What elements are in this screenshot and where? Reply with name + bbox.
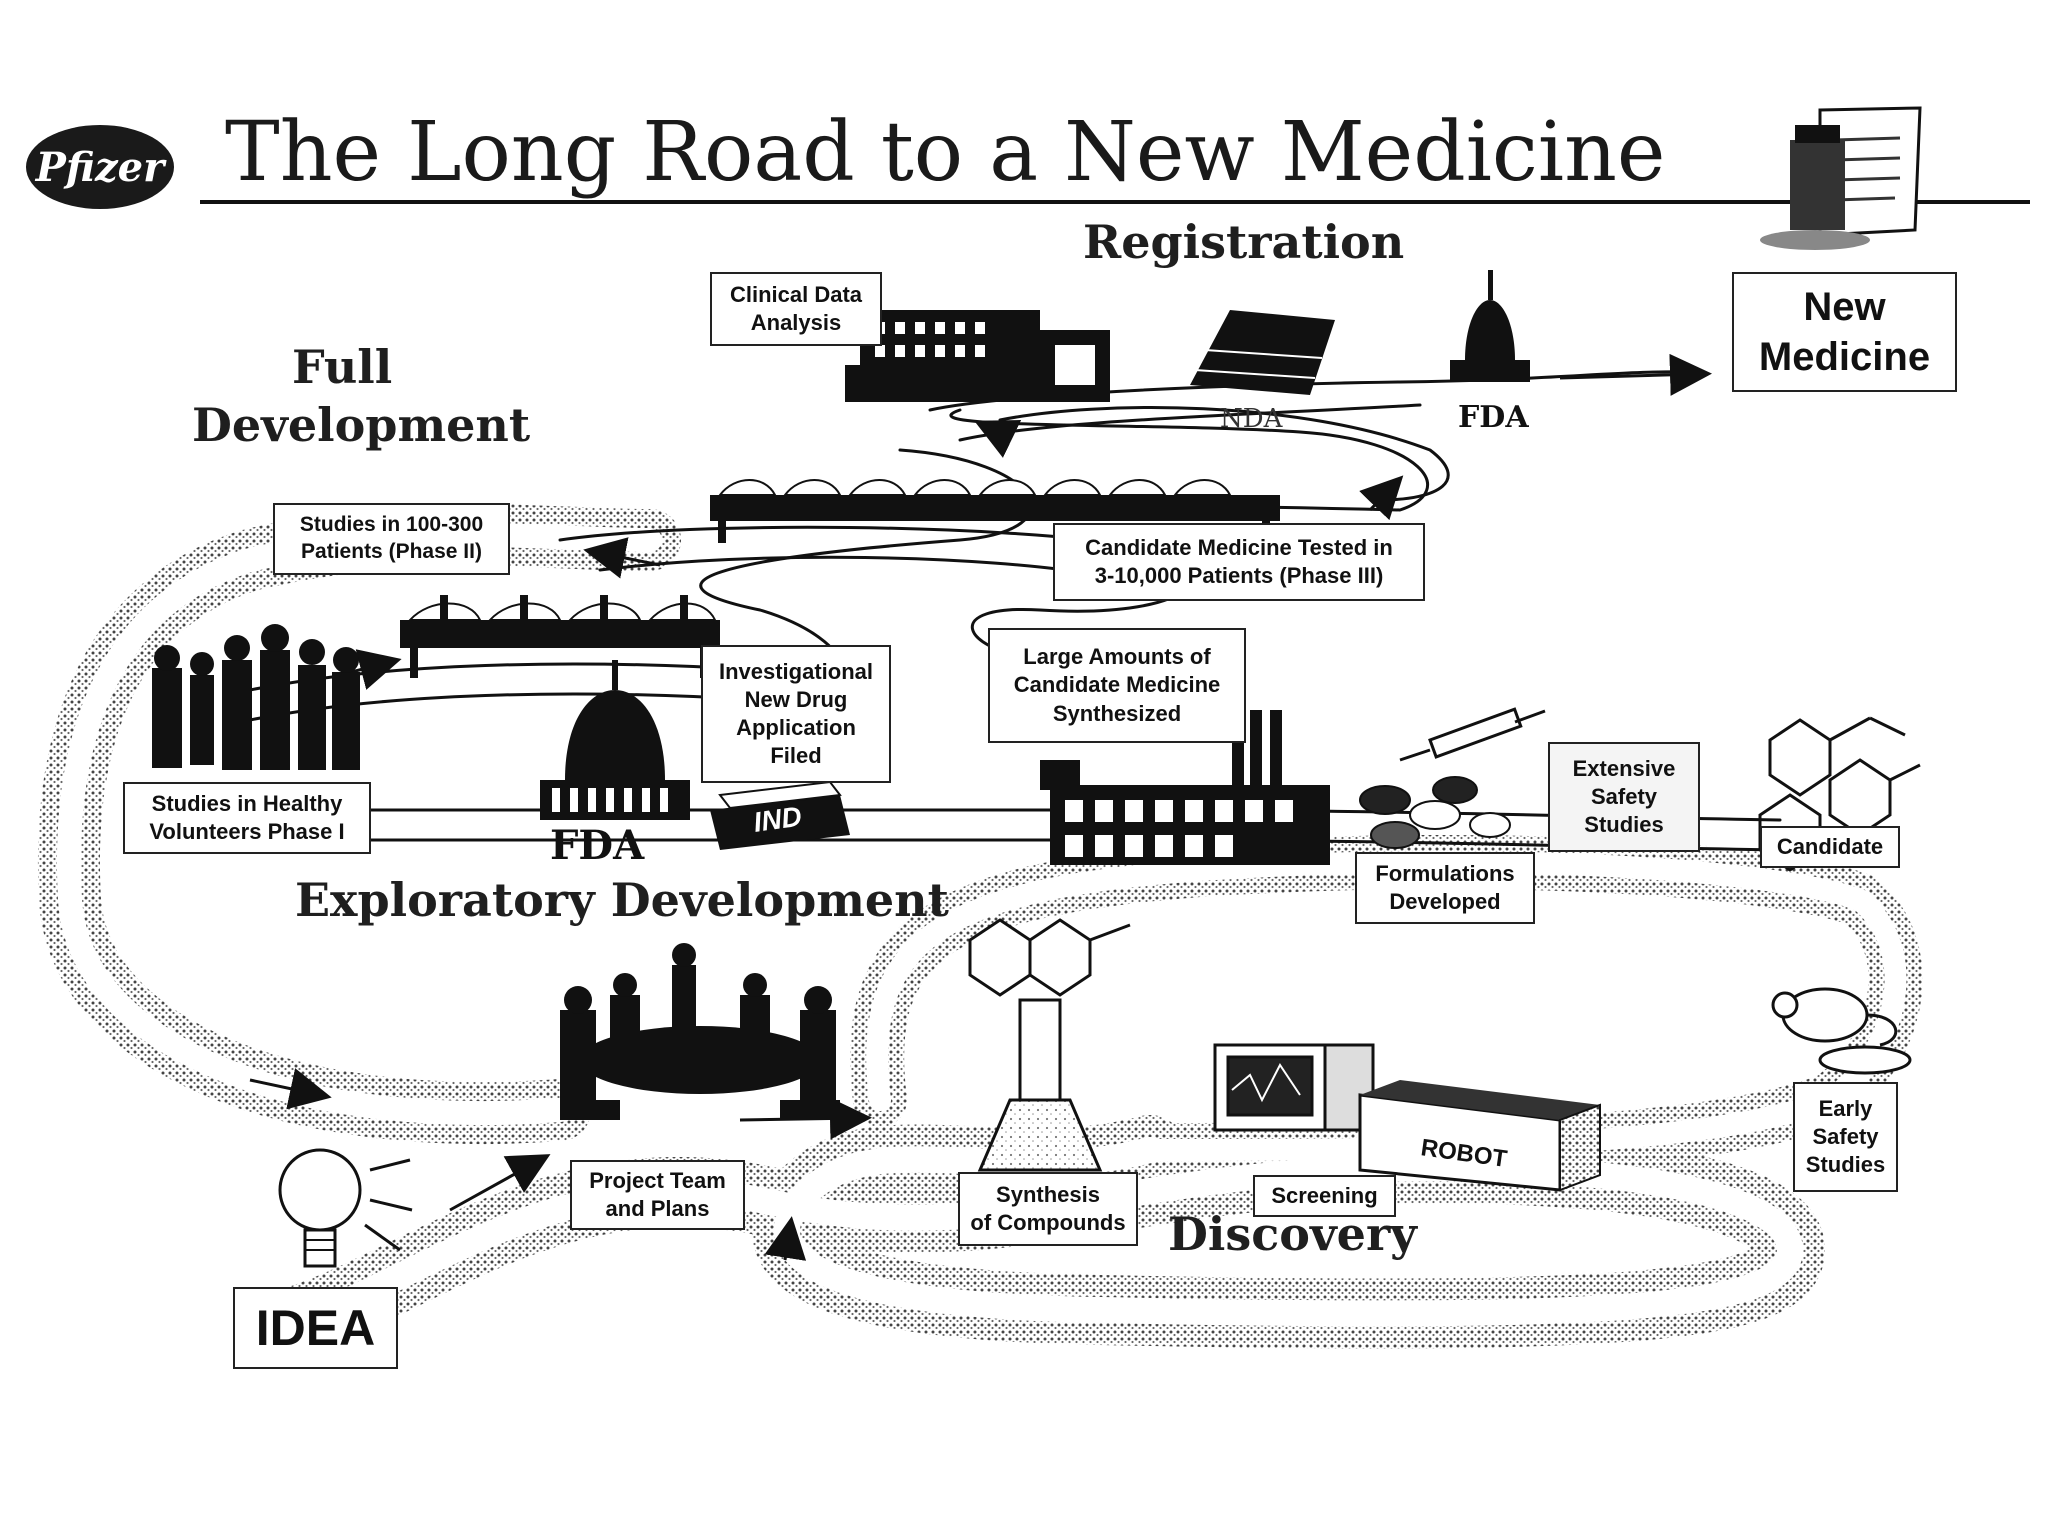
phase1-box: Studies in Healthy Volunteers Phase I	[123, 782, 371, 854]
stage-registration: Registration	[1083, 215, 1405, 269]
nda-label: NDA	[1220, 404, 1284, 434]
phase1-line2: Volunteers Phase I	[149, 819, 345, 844]
nda-documents-icon: NDA	[1190, 310, 1335, 434]
hospital-beds-phase2-icon	[400, 595, 720, 678]
phase1-line1: Studies in Healthy	[151, 790, 343, 816]
fda-registration-label: FDA	[1458, 400, 1529, 435]
synthesis-line2: of Compounds	[970, 1210, 1126, 1235]
lab-mouse-icon	[1771, 987, 1912, 1075]
stage-exploratory-development: Exploratory Development	[295, 873, 949, 927]
road-phase1-lane	[248, 448, 1033, 722]
volunteers-silhouette-icon	[152, 624, 360, 770]
fda-exploratory-label: FDA	[550, 822, 645, 869]
synthesis-line1: Synthesis	[996, 1181, 1100, 1207]
new-medicine-box: New Medicine	[1732, 272, 1957, 392]
synthesis-apparatus-icon	[968, 918, 1131, 1172]
phase2-line2: Patients (Phase II)	[301, 540, 482, 563]
candidate-label: Candidate	[1776, 833, 1884, 859]
ind-line2: New Drug	[744, 686, 848, 712]
large-amounts-line1: Large Amounts of	[1023, 644, 1211, 670]
ind-line4: Filed	[770, 743, 822, 769]
idea-box: IDEA	[233, 1287, 398, 1369]
formulations-line2: Developed	[1389, 889, 1501, 914]
factory-icon	[1040, 710, 1330, 865]
capitol-registration-icon: FDA	[1450, 270, 1530, 435]
extensive-safety-line2: Safety	[1590, 783, 1658, 809]
phase3-line2: 3-10,000 Patients (Phase III)	[1094, 563, 1384, 588]
stage-full-development-line2: Development	[192, 398, 531, 452]
extensive-safety-line1: Extensive	[1572, 755, 1676, 781]
early-safety-line3: Studies	[1805, 1152, 1886, 1178]
clinical-data-line1: Clinical Data	[729, 281, 863, 307]
large-amounts-box: Large Amounts of Candidate Medicine Synt…	[988, 628, 1246, 743]
ind-book-label: IND	[752, 801, 804, 838]
project-team-line2: and Plans	[605, 1196, 710, 1221]
meeting-table-icon	[560, 943, 840, 1120]
clinical-data-building-icon	[845, 310, 1110, 402]
ind-line3: Application	[736, 715, 856, 740]
light-bulb-icon	[278, 1148, 413, 1268]
pills-icon	[1359, 776, 1511, 849]
hospital-beds-phase3-icon	[710, 479, 1280, 543]
project-team-line1: Project Team	[589, 1167, 726, 1193]
extensive-safety-box: Extensive Safety Studies	[1548, 742, 1700, 852]
clinical-data-box: Clinical Data Analysis	[710, 272, 882, 346]
large-amounts-line2: Candidate Medicine	[1013, 672, 1221, 698]
formulations-line1: Formulations	[1375, 860, 1515, 886]
syringe-icon	[1399, 707, 1546, 762]
candidate-molecule-icon	[1758, 716, 1921, 872]
robot-icon: ROBOT	[1358, 1080, 1601, 1192]
early-safety-box: Early Safety Studies	[1793, 1082, 1898, 1192]
ind-book-icon: IND	[710, 780, 850, 850]
pfizer-logo: Pfizer	[26, 125, 174, 209]
extensive-safety-line3: Studies	[1584, 812, 1664, 838]
page-title: The Long Road to a New Medicine	[225, 105, 1666, 200]
screening-box: Screening	[1253, 1175, 1396, 1217]
new-medicine-line2: Medicine	[1758, 335, 1931, 379]
clinical-data-line2: Analysis	[750, 310, 842, 335]
large-amounts-line3: Synthesized	[1052, 700, 1182, 726]
phase2-line1: Studies in 100-300	[299, 513, 484, 537]
pfizer-logo-text: Pfizer	[35, 143, 165, 191]
phase2-box: Studies in 100-300 Patients (Phase II)	[273, 503, 510, 575]
ind-line1: Investigational	[718, 658, 874, 684]
new-medicine-line1: New	[1803, 285, 1886, 329]
phase3-box: Candidate Medicine Tested in 3-10,000 Pa…	[1053, 523, 1425, 601]
ind-application-box: Investigational New Drug Application Fil…	[701, 645, 891, 783]
early-safety-line1: Early	[1818, 1095, 1873, 1121]
screening-label: Screening	[1271, 1182, 1378, 1208]
candidate-box: Candidate	[1760, 826, 1900, 868]
stage-full-development-line1: Full	[292, 340, 393, 394]
formulations-box: Formulations Developed	[1355, 852, 1535, 924]
synthesis-box: Synthesis of Compounds	[958, 1172, 1138, 1246]
prescription-bottle-icon	[1760, 106, 1922, 250]
project-team-box: Project Team and Plans	[570, 1160, 745, 1230]
early-safety-line2: Safety	[1812, 1123, 1879, 1149]
idea-label: IDEA	[255, 1300, 376, 1356]
phase3-line1: Candidate Medicine Tested in	[1085, 534, 1393, 560]
capitol-building-icon	[540, 660, 690, 820]
screening-computer-icon	[1213, 1043, 1375, 1132]
